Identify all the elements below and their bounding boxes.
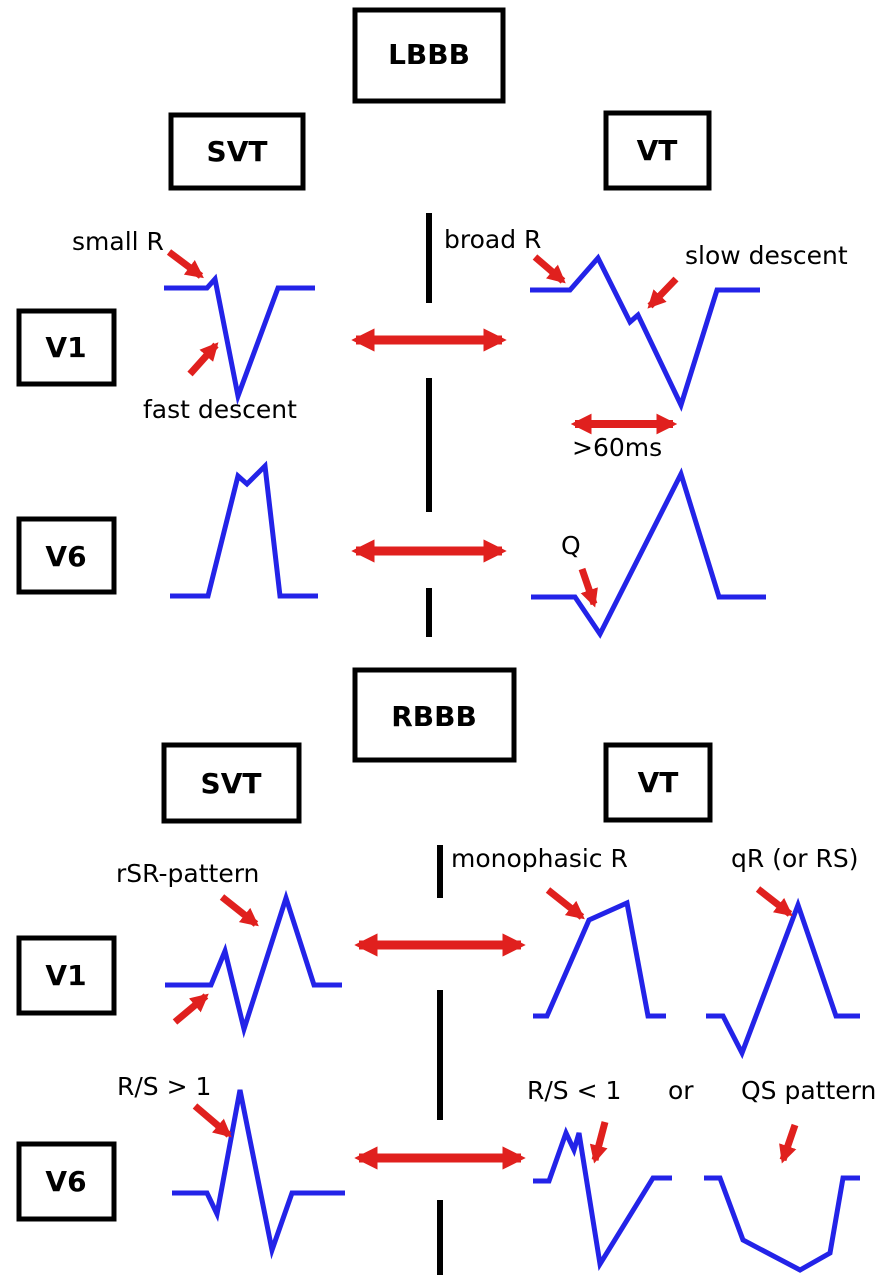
rbbb-v6-label: V6	[45, 1165, 86, 1198]
slow-descent-pointer-arrow	[647, 276, 679, 309]
small-r-pointer-arrow	[166, 249, 204, 279]
qr-pointer-arrow	[755, 886, 793, 917]
broad-r-pointer-arrow	[532, 254, 566, 284]
rbbb-v1-vt-monophasic-trace	[533, 899, 666, 1019]
lbbb-title-box: LBBB	[352, 7, 506, 104]
rs-lt-1-pointer-arrow	[589, 1121, 609, 1164]
rbbb-title: RBBB	[391, 700, 477, 733]
lbbb-svt-label: SVT	[207, 135, 268, 168]
or-label: or	[668, 1076, 694, 1105]
rs-gt-1-pointer-arrow	[192, 1103, 232, 1138]
rbbb-v6-vt-rs-trace	[533, 1126, 672, 1272]
rbbb-svt-label: SVT	[201, 767, 262, 800]
qr-label: qR (or RS)	[731, 844, 858, 873]
monophasic-r-pointer-arrow	[545, 887, 585, 920]
q-label: Q	[561, 531, 581, 560]
rbbb-section: RBBB SVT VT V1 V6	[16, 667, 876, 1275]
lbbb-section: LBBB SVT VT V1 V6	[16, 7, 848, 639]
slow-descent-label: slow descent	[685, 241, 848, 270]
lbbb-vt-label: VT	[637, 134, 678, 167]
rs-gt-1-label: R/S > 1	[117, 1072, 211, 1101]
fast-descent-pointer-arrow	[187, 342, 219, 377]
q-pointer-arrow	[578, 567, 598, 608]
lbbb-v6-label: V6	[45, 540, 86, 573]
lbbb-v1-box: V1	[16, 308, 117, 387]
rbbb-vt-label: VT	[638, 766, 679, 799]
broad-r-label: broad R	[444, 225, 541, 254]
duration-label: >60ms	[572, 433, 662, 462]
small-r-label: small R	[72, 227, 164, 256]
rbbb-title-box: RBBB	[352, 667, 517, 763]
qs-pattern-label: QS pattern	[741, 1076, 876, 1105]
lbbb-v6-box: V6	[16, 516, 117, 595]
rs-lt-1-label: R/S < 1	[527, 1076, 621, 1105]
rbbb-v1-vt-qr-trace	[706, 897, 860, 1060]
rbbb-v6-box: V6	[16, 1141, 117, 1222]
rbbb-v1-svt-trace	[165, 889, 342, 1039]
rbbb-v1-label: V1	[45, 959, 86, 992]
small-r-svt-pointer-arrow	[172, 993, 209, 1025]
rbbb-v6-vt-qs-trace	[704, 1175, 860, 1273]
lbbb-v1-label: V1	[45, 331, 86, 364]
lbbb-title: LBBB	[388, 38, 470, 71]
rbbb-v6-svt-trace	[172, 1089, 345, 1260]
lbbb-v6-vt-trace	[531, 467, 766, 639]
rsr-pattern-label: rSR-pattern	[116, 859, 259, 888]
rsr-pattern-pointer-arrow	[219, 894, 259, 927]
qs-pointer-arrow	[779, 1123, 799, 1164]
monophasic-r-label: monophasic R	[451, 844, 628, 873]
lbbb-vt-box: VT	[603, 110, 712, 191]
rbbb-svt-box: SVT	[161, 742, 302, 824]
lbbb-v1-svt-trace	[164, 273, 315, 406]
rbbb-v1-box: V1	[16, 935, 117, 1016]
lbbb-svt-box: SVT	[168, 112, 306, 191]
fast-descent-label: fast descent	[143, 395, 297, 424]
rbbb-vt-box: VT	[603, 742, 713, 823]
lbbb-v6-svt-trace	[170, 460, 318, 599]
lbbb-v1-vt-trace	[530, 253, 760, 412]
